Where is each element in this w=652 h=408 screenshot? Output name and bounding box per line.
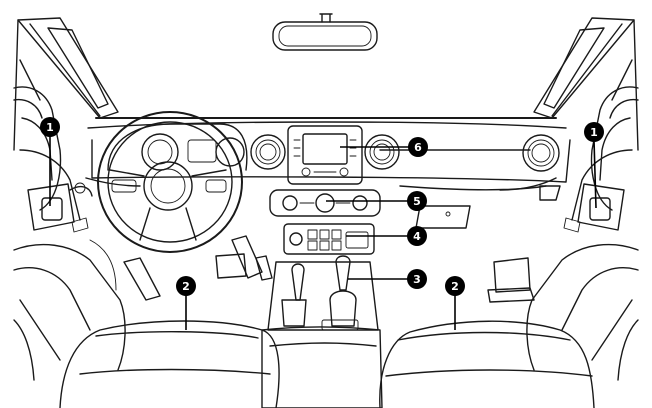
dashboard (85, 117, 571, 229)
left-door (13, 86, 126, 381)
rearview-mirror (272, 13, 378, 51)
callout-2-left-label: 2 (182, 280, 190, 293)
passenger-seat (379, 320, 595, 408)
callout-4: 4 (407, 226, 427, 246)
instrument-cluster (107, 123, 248, 171)
center-armrest (261, 326, 383, 408)
callout-5-label: 5 (413, 195, 421, 208)
a-pillar-left (13, 17, 119, 151)
callout-1-right-label: 1 (590, 126, 598, 139)
callout-leaders (49, 136, 597, 330)
steering-wheel (97, 111, 243, 253)
touchscreen-radio (287, 125, 363, 185)
callout-4-label: 4 (413, 230, 421, 243)
callout-6: 6 (408, 137, 428, 157)
callout-2-right: 2 (445, 276, 465, 296)
callout-1-left-label: 1 (46, 121, 54, 134)
callout-3: 3 (407, 269, 427, 289)
a-pillar-right (533, 17, 639, 151)
callout-2-left: 2 (176, 276, 196, 296)
switch-bank (283, 223, 375, 255)
climate-controls (269, 189, 381, 217)
right-door (526, 86, 639, 381)
callout-2-right-label: 2 (451, 280, 459, 293)
callout-1-right: 1 (584, 122, 604, 142)
center-vent-right (364, 134, 400, 170)
callout-3-label: 3 (413, 273, 421, 286)
driver-seat (59, 320, 280, 408)
callout-5: 5 (407, 191, 427, 211)
passenger-footwell-bracket (487, 257, 535, 303)
callout-1-left: 1 (40, 117, 60, 137)
center-vent-left (250, 134, 286, 170)
pedals (123, 235, 273, 301)
callout-6-label: 6 (414, 141, 422, 154)
center-console (267, 255, 379, 331)
